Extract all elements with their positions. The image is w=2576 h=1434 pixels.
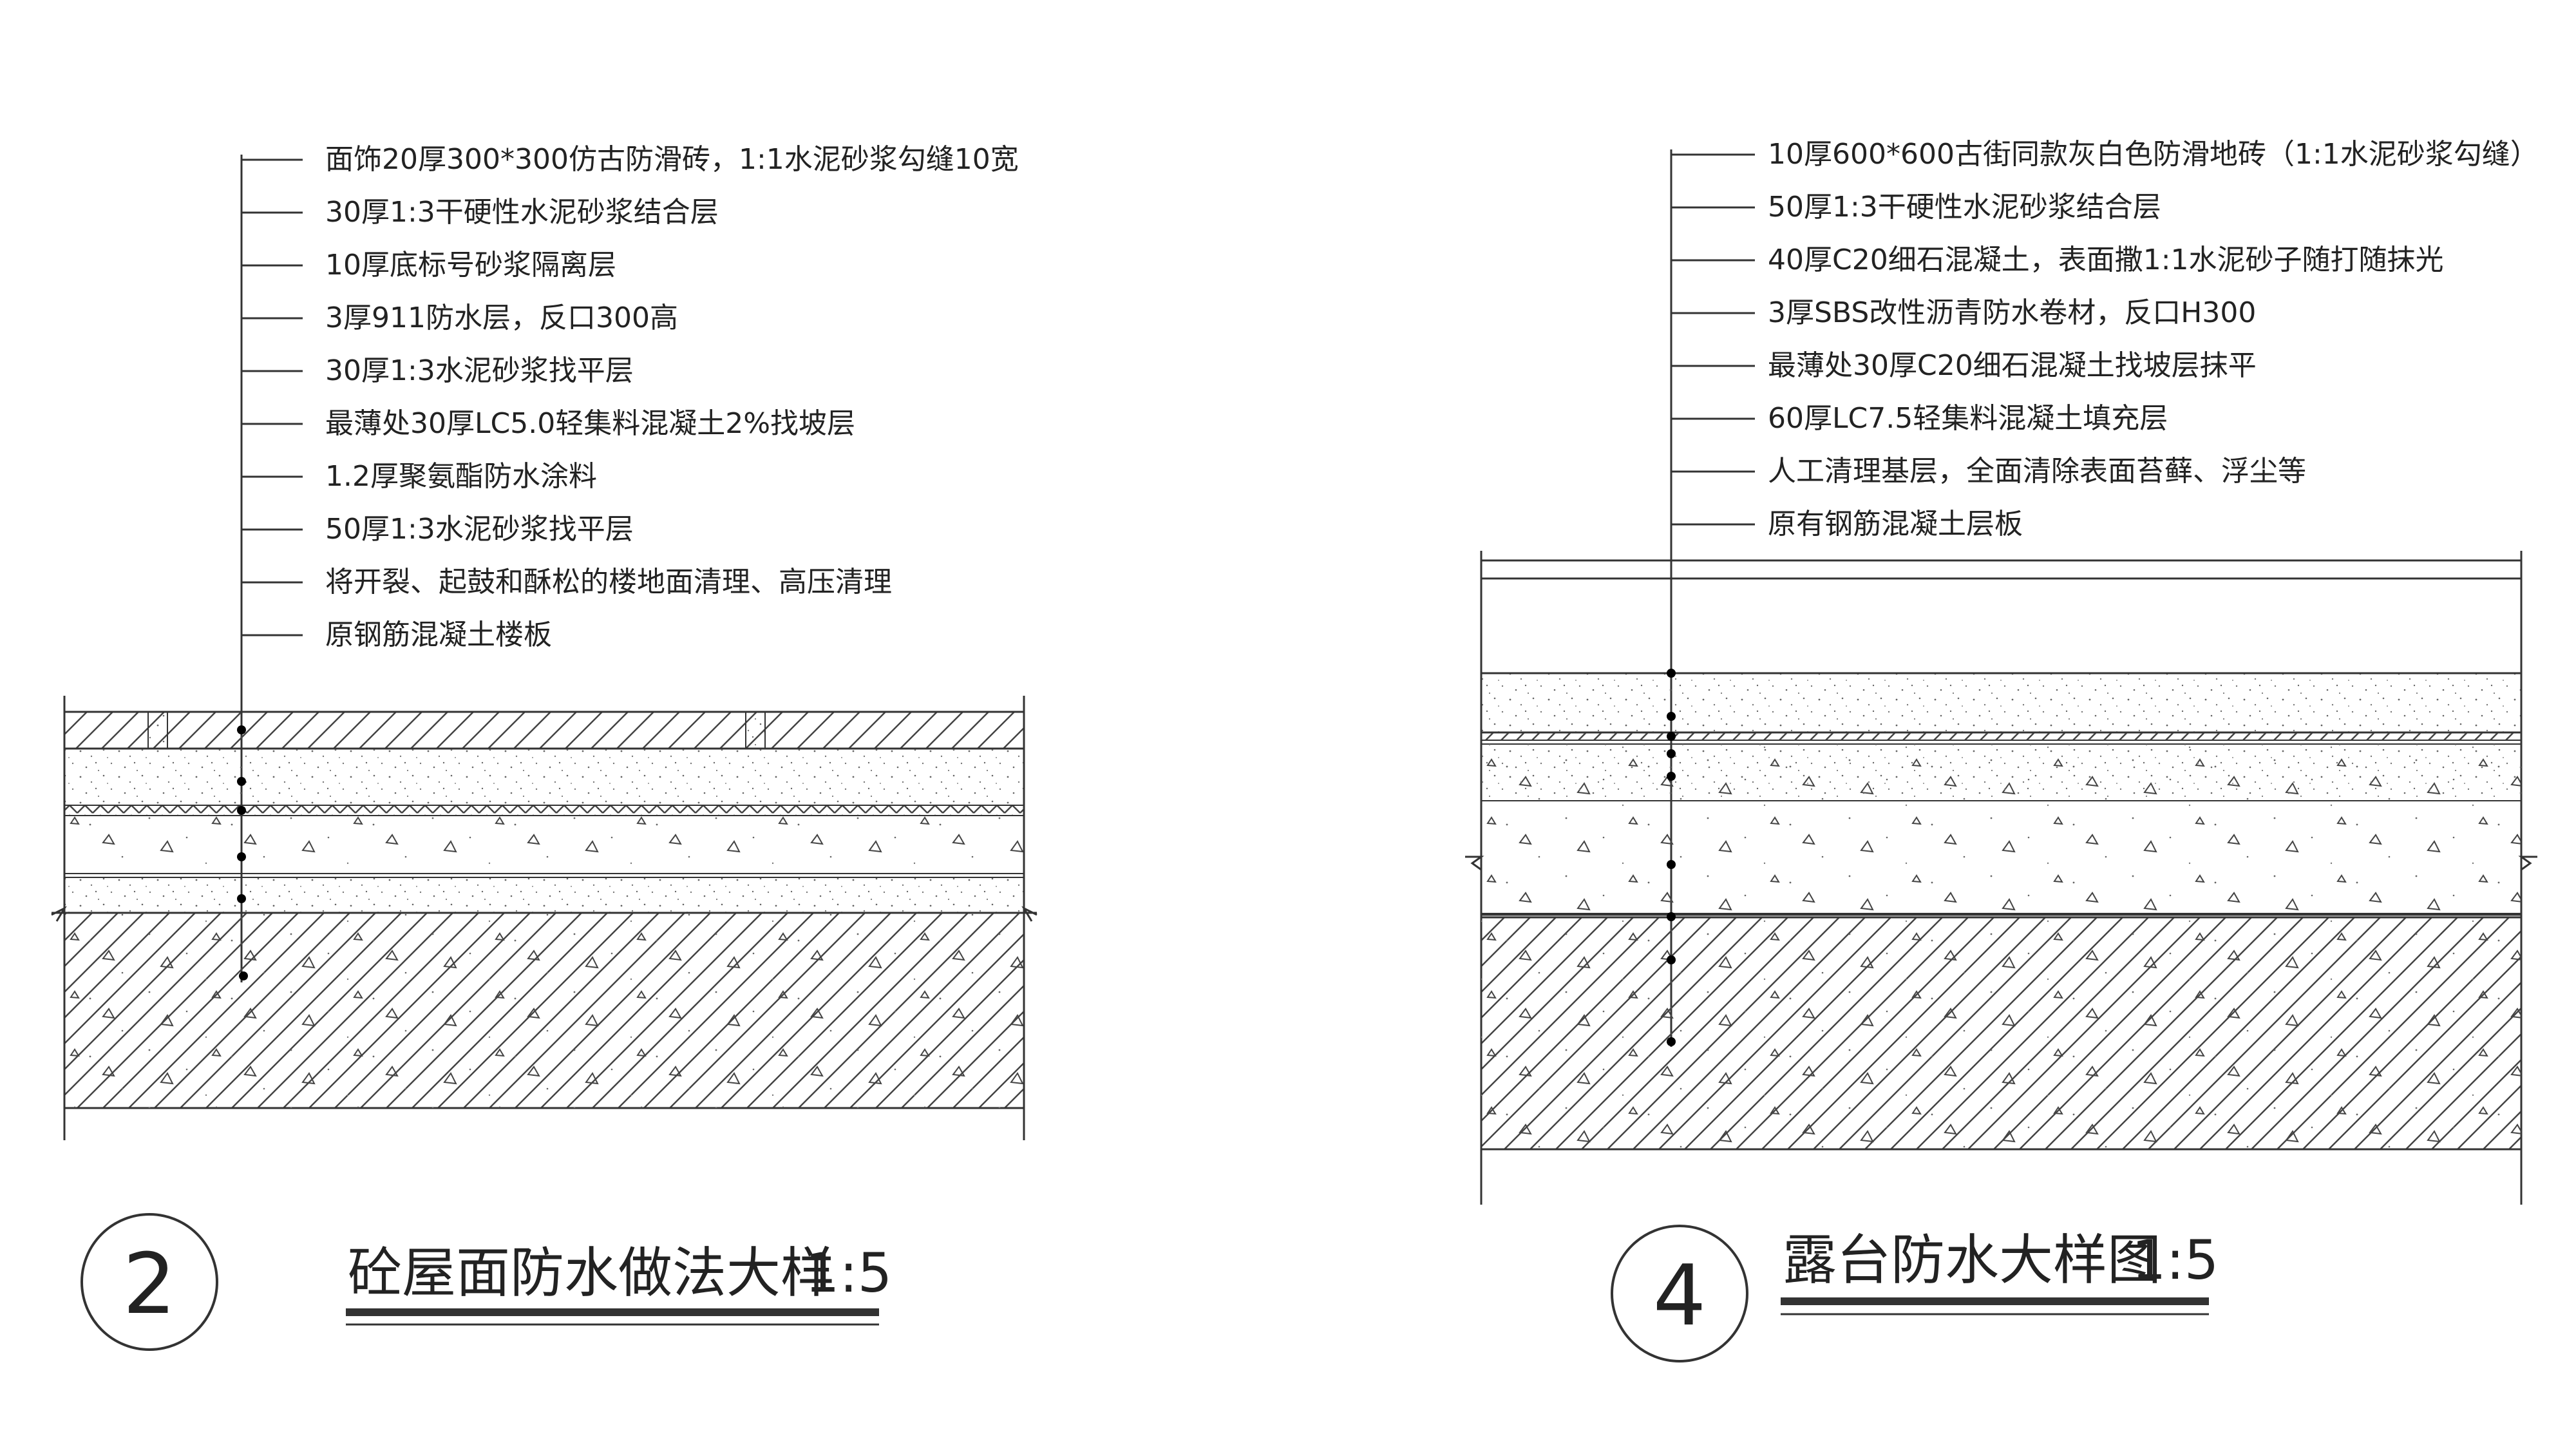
- layer-note: 1.2厚聚氨酯防水涂料: [325, 460, 597, 493]
- layer-note: 最薄处30厚C20细石混凝土找坡层抹平: [1768, 349, 2257, 382]
- detail-scale: 1:5: [805, 1241, 892, 1305]
- layer-note: 30厚1:3干硬性水泥砂浆结合层: [325, 196, 719, 229]
- detail-number: 2: [123, 1235, 176, 1333]
- lightweight-concrete-layer: [1481, 800, 2522, 914]
- leader-ticks: [1671, 153, 1755, 526]
- layer-note: 60厚LC7.5轻集料混凝土填充层: [1768, 402, 2168, 435]
- section-drawing: [51, 696, 1037, 1140]
- layer-note: 30厚1:3水泥砂浆找平层: [325, 354, 634, 387]
- screed-layer: [64, 877, 1025, 913]
- detail-number-circle: [1611, 1225, 1748, 1362]
- tile-layer: [63, 711, 1025, 750]
- layer-note: 3厚SBS改性沥青防水卷材，反口H300: [1768, 296, 2256, 329]
- mortar-layer: [64, 748, 1025, 806]
- layer-note: 面饰20厚300*300仿古防滑砖，1:1水泥砂浆勾缝10宽: [325, 143, 1019, 176]
- layer-note: 50厚1:3干硬性水泥砂浆结合层: [1768, 191, 2161, 224]
- layer-note: 3厚911防水层，反口300高: [325, 301, 678, 334]
- lightweight-concrete-layer: [64, 815, 1025, 874]
- waterproof-layer: [1481, 732, 2522, 741]
- layer-note: 40厚C20细石混凝土，表面撒1:1水泥砂子随打随抹光: [1768, 244, 2444, 276]
- layer-note: 50厚1:3水泥砂浆找平层: [325, 513, 634, 546]
- layer-note: 原有钢筋混凝土层板: [1768, 508, 2023, 540]
- layer-note: 人工清理基层，全面清除表面苔藓、浮尘等: [1768, 455, 2306, 488]
- layer-note: 原钢筋混凝土楼板: [325, 618, 552, 651]
- detail-2: 面饰20厚300*300仿古防滑砖，1:1水泥砂浆勾缝10宽 30厚1:3干硬性…: [51, 143, 1037, 1351]
- detail-scale: 1:5: [2132, 1228, 2219, 1292]
- detail-title: 砼屋面防水做法大样: [348, 1241, 835, 1305]
- layer-note: 最薄处30厚LC5.0轻集料混凝土2%找坡层: [325, 407, 855, 440]
- detail-4: 10厚600*600古街同款灰白色防滑地砖（1:1水泥砂浆勾缝） 50厚1:3干…: [1465, 138, 2539, 1362]
- detail-number: 4: [1653, 1247, 1707, 1344]
- layer-note: 10厚底标号砂浆隔离层: [325, 249, 616, 282]
- leader-ticks: [242, 158, 303, 636]
- layer-note: 将开裂、起鼓和酥松的楼地面清理、高压清理: [325, 566, 892, 598]
- layer-note: 10厚600*600古街同款灰白色防滑地砖（1:1水泥砂浆勾缝）: [1768, 138, 2539, 171]
- section-drawing: [1465, 551, 2537, 1205]
- tile-joint: [745, 711, 766, 749]
- waterproof-layer: [64, 805, 1025, 816]
- tile-layer: [1480, 672, 2523, 734]
- detail-title: 露台防水大样图: [1783, 1228, 2161, 1292]
- tile-joint: [147, 711, 168, 749]
- detail-number-circle: [80, 1213, 218, 1351]
